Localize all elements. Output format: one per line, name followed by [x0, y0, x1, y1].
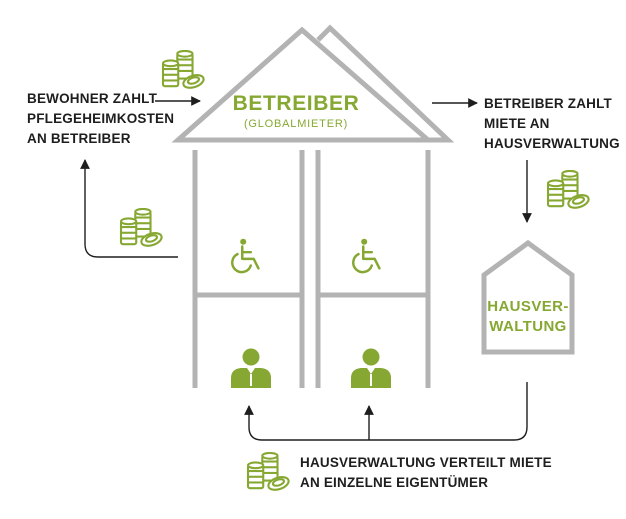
resident-pays-line3: AN BETREIBER	[27, 131, 131, 146]
owner-person-icon	[231, 348, 271, 388]
window-right	[343, 224, 399, 284]
operator-house	[171, 24, 455, 388]
management-house	[481, 239, 575, 355]
management-label-line2: WALTUNG	[489, 318, 567, 335]
arrow-house-to-resident	[80, 159, 178, 258]
distribution-line1: HAUSVERWALTUNG VERTEILT MIETE	[300, 455, 552, 470]
coin-stack-icon	[546, 170, 591, 210]
house-roof-front	[171, 26, 435, 143]
resident-pays-line1: BEWOHNER ZAHLT	[27, 91, 158, 106]
owner-person-icon	[351, 348, 391, 388]
coin-stack-icon	[246, 452, 291, 492]
resident-pays-line2: PFLEGEHEIMKOSTEN	[27, 111, 174, 126]
operator-title: BETREIBER	[233, 92, 360, 115]
coin-stack-icon	[161, 50, 206, 90]
window-left	[222, 224, 278, 284]
operator-pays-line2: MIETE AN	[484, 116, 550, 131]
distribution-line2: AN EINZELNE EIGENTÜMER	[300, 475, 488, 490]
operator-pays-line1: BETREIBER ZAHLT	[484, 96, 613, 111]
operator-subtitle: (GLOBALMIETER)	[244, 118, 348, 130]
management-label-line1: HAUSVER-	[487, 298, 569, 315]
arrow-management-to-owners	[244, 382, 528, 441]
flow-arrows	[80, 96, 532, 441]
coin-stack-icon	[119, 208, 164, 248]
house-roof-back	[316, 24, 455, 143]
operator-pays-line3: HAUSVERWALTUNG	[484, 136, 620, 151]
